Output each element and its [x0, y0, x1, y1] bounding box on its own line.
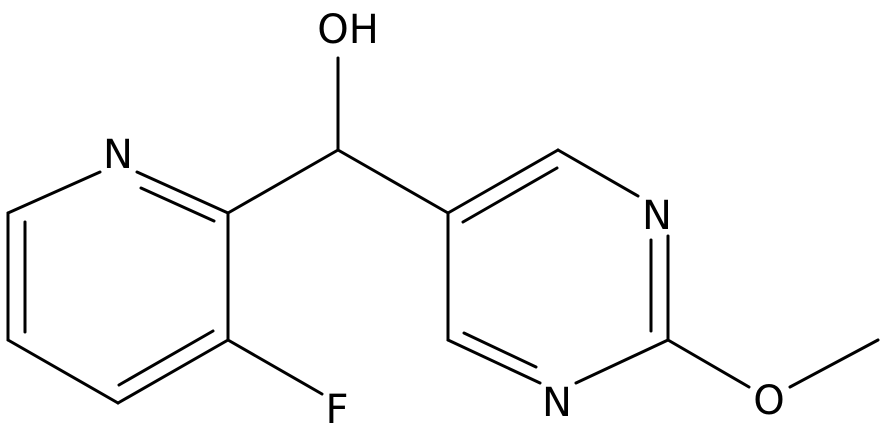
bond-c4-c5 [6, 338, 120, 405]
bond-carbinol-pyrimidine [336, 148, 450, 215]
pyrimidine-nitrogen-lower-label: N [542, 380, 572, 426]
fluorine-label: F [325, 387, 348, 428]
bond-c3-c4-inner [117, 329, 215, 387]
bond-oxygen-methyl [788, 338, 880, 389]
pyridine-ring [6, 170, 230, 405]
bond-c3-c4 [116, 338, 230, 405]
bond-c6-n [6, 170, 102, 215]
bond-n-c2-inner [139, 186, 216, 223]
methoxy-group [666, 338, 880, 389]
bond-c5-c6-pyrimidine-inner [461, 166, 559, 224]
bond-c2-n3 [574, 338, 670, 385]
pyrimidine-ring [446, 148, 670, 385]
bond-n3-c4-inner [462, 331, 538, 369]
bond-c3-fluorine [226, 338, 324, 396]
hydroxyl-label: OH [317, 7, 379, 53]
bond-c2-oxygen [666, 338, 751, 389]
bond-n-c2 [135, 170, 230, 215]
bond-c5-c6-pyrimidine [446, 148, 560, 215]
bond-pyridine-carbinol [226, 148, 340, 215]
pyrimidine-nitrogen-upper-label: N [642, 193, 672, 239]
pyridine-nitrogen-label: N [103, 132, 133, 178]
bond-n3-c4 [446, 338, 542, 385]
methoxy-oxygen-label: O [753, 378, 784, 424]
carbinol-center [226, 56, 450, 215]
bond-c6-n1 [556, 148, 640, 198]
